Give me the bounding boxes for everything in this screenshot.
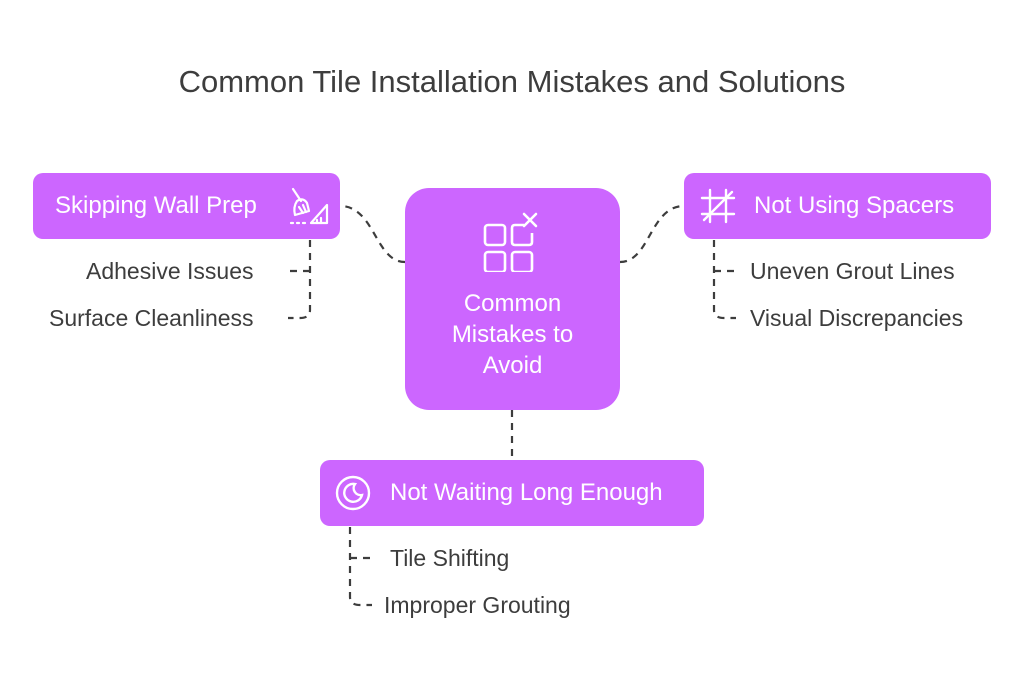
node-wall-prep: Skipping Wall Prep [33,173,340,239]
node-spacers-label: Not Using Spacers [754,192,955,219]
center-label: Common Mistakes to Avoid [405,288,620,381]
item-surface-cleanliness: Surface Cleanliness [49,305,254,331]
item-uneven-grout-lines: Uneven Grout Lines [750,258,955,284]
center-label-line: Common [463,290,562,317]
connector-waiting-items [348,527,372,607]
brush-ruler-icon [289,187,329,225]
connector-center-spacers [619,204,685,264]
node-wall-prep-label: Skipping Wall Prep [55,192,257,219]
item-visual-discrepancies: Visual Discrepancies [750,305,964,331]
center-label-line: Avoid [482,352,543,379]
moon-clock-icon [335,475,371,511]
connector-spacers-items [712,240,736,320]
item-adhesive-issues: Adhesive Issues [86,258,254,284]
node-waiting: Not Waiting Long Enough [320,460,704,526]
connector-wall-prep-items [288,240,312,320]
center-node: Common Mistakes to Avoid [405,188,620,410]
item-tile-shifting: Tile Shifting [390,545,510,571]
node-waiting-label: Not Waiting Long Enough [390,479,663,506]
center-label-line: Mistakes to [451,321,574,348]
connector-center-wall-prep [339,204,406,264]
item-improper-grouting: Improper Grouting [384,592,571,618]
tile-grid-icon [700,188,736,224]
page-title: Common Tile Installation Mistakes and So… [178,64,846,99]
node-spacers: Not Using Spacers [684,173,991,239]
grid-check-icon [483,212,538,272]
